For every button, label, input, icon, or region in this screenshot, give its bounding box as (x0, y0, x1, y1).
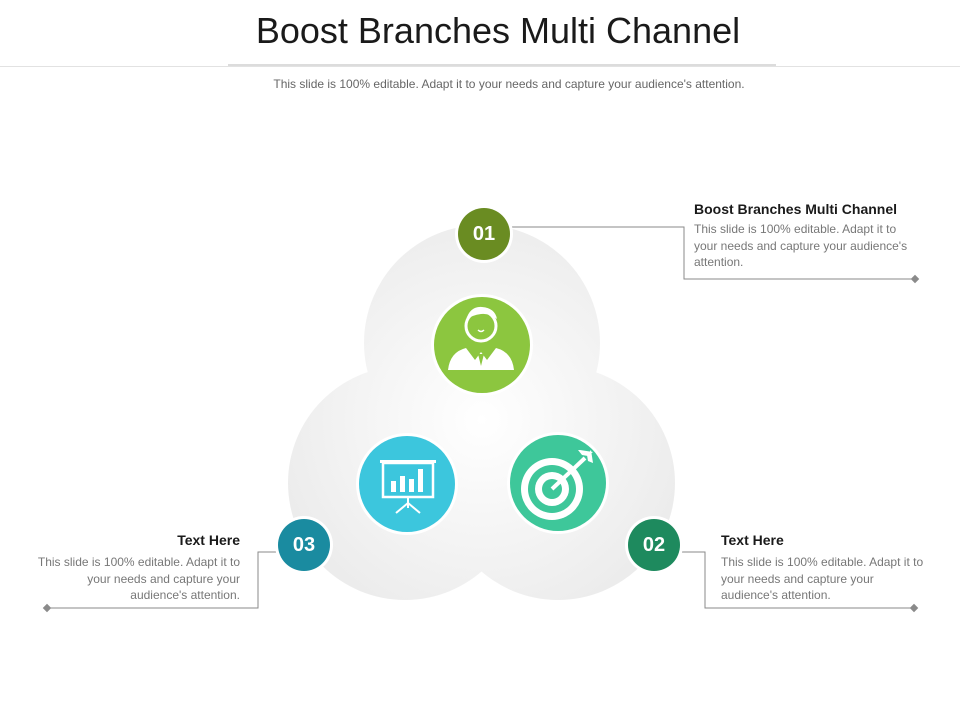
badge-number-03: 03 (292, 534, 316, 556)
title-underline (228, 64, 776, 66)
connectors (47, 226, 915, 609)
connector-02-end-dot (909, 603, 919, 613)
title-divider (0, 66, 960, 67)
item-03-text: This slide is 100% editable. Adapt it to… (37, 555, 240, 602)
item-03-heading: Text Here (177, 532, 240, 548)
item-02-heading: Text Here (721, 532, 784, 548)
connector-02 (682, 551, 914, 609)
connector-03 (47, 551, 276, 609)
target-icon (507, 432, 609, 534)
businessman-icon (431, 294, 533, 396)
trefoil-background (288, 225, 675, 600)
item-02-text: This slide is 100% editable. Adapt it to… (721, 555, 924, 602)
item-01-heading: Boost Branches Multi Channel (694, 201, 898, 217)
slide-title: Boost Branches Multi Channel (255, 10, 741, 51)
badge-01 (455, 205, 513, 263)
connector-01 (512, 226, 915, 280)
badge-number-02: 02 (642, 534, 666, 556)
slide-subtitle: This slide is 100% editable. Adapt it to… (273, 77, 745, 91)
connector-03-end-dot (42, 603, 52, 613)
presentation-chart-icon (356, 433, 458, 535)
item-01-text: This slide is 100% editable. Adapt it to… (694, 222, 908, 269)
badge-03 (275, 516, 333, 574)
connector-01-end-dot (910, 274, 920, 284)
badge-02 (625, 516, 683, 574)
badge-number-01: 01 (472, 223, 496, 245)
